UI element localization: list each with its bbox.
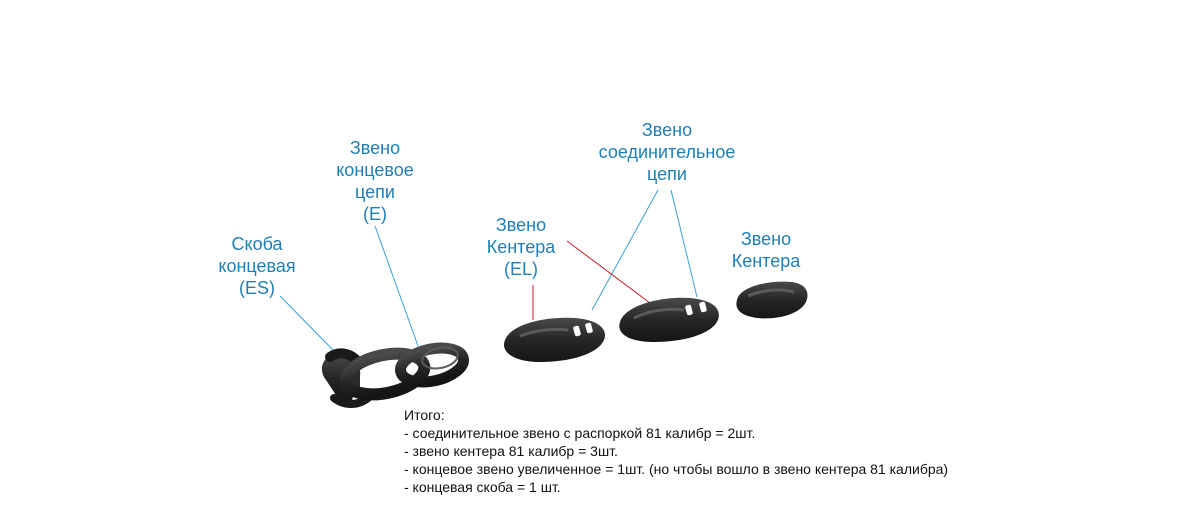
label-kenter-link: Звено Кентера: [731, 229, 801, 271]
label-end-link: Звено концевое цепи (E): [336, 138, 414, 224]
summary-item: - концевая скоба = 1 шт.: [404, 479, 561, 495]
leader-end-shackle: [279, 295, 334, 351]
summary-item: - звено кентера 81 калибр = 3шт.: [404, 443, 618, 459]
leader-joining-link-1: [591, 189, 659, 311]
summary-item: - концевое звено увеличенное = 1шт. (но …: [404, 461, 949, 477]
label-end-shackle: Скоба концевая (ES): [218, 234, 296, 298]
summary-title: Итого:: [404, 407, 445, 423]
summary-item: - соединительное звено с распоркой 81 ка…: [404, 425, 756, 441]
label-joining-link: Звено соединительное цепи: [598, 120, 736, 184]
joining-link-shape-2: [619, 297, 719, 342]
label-kenter-link-el: Звено Кентера (EL): [486, 215, 556, 279]
leader-kenter-red: [566, 240, 651, 304]
joining-link-shape-1: [395, 342, 469, 388]
kenter-link-shape: [736, 281, 808, 319]
kenter-link-el-shape: [503, 317, 605, 362]
summary-block: Итого: - соединительное звено с распорко…: [404, 406, 948, 496]
leader-joining-link-2: [670, 189, 698, 298]
leader-end-link: [374, 225, 419, 347]
